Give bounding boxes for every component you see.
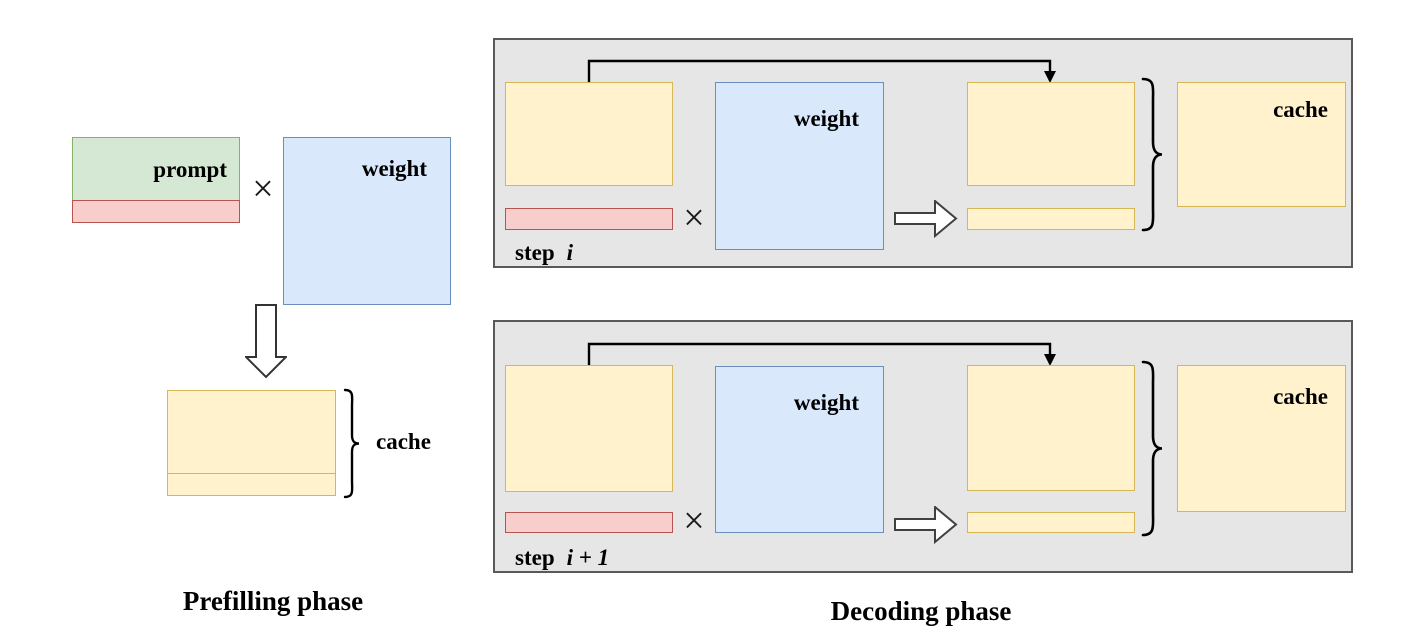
feedback-arrow-icon: [587, 342, 1056, 366]
cache-store-matrix: cache: [1177, 365, 1346, 512]
cache-output-matrix: [967, 365, 1135, 491]
weight-label: weight: [361, 156, 427, 181]
prompt-new-token-row: [72, 200, 240, 223]
decoding-step-i1-panel: × weight cache step i + 1: [493, 320, 1353, 573]
step-index: i: [566, 240, 574, 265]
cache-store-matrix: cache: [1177, 82, 1346, 207]
weight-matrix: weight: [715, 366, 884, 533]
weight-label: weight: [793, 106, 859, 131]
cache-brace-icon: [1141, 77, 1163, 232]
multiply-icon: ×: [683, 500, 705, 543]
step-word: step: [515, 545, 555, 570]
decoding-phase-title: Decoding phase: [830, 596, 1012, 626]
step-index: i + 1: [566, 545, 610, 570]
weight-label: weight: [793, 390, 859, 415]
cache-row-divider: [168, 473, 335, 474]
weight-matrix-prefill: weight: [283, 137, 451, 305]
weight-matrix: weight: [715, 82, 884, 250]
cache-input-matrix: [505, 82, 673, 186]
multiply-icon: ×: [252, 168, 274, 211]
cache-brace-icon: [1141, 360, 1163, 537]
feedback-arrow-icon: [587, 59, 1056, 83]
cache-output-matrix: [967, 82, 1135, 186]
prompt-matrix: prompt: [72, 137, 240, 201]
right-arrow-icon: [894, 506, 958, 544]
prompt-label: prompt: [153, 157, 227, 182]
new-token-row: [505, 512, 673, 533]
prefill-cache-label: cache: [376, 429, 431, 454]
down-arrow-icon: [245, 304, 287, 379]
step-word: step: [515, 240, 555, 265]
new-cache-row: [967, 208, 1135, 230]
step-label: step i + 1: [515, 546, 609, 570]
new-token-row: [505, 208, 673, 230]
prefill-cache-matrix: [167, 390, 336, 496]
prefilling-phase-title: Prefilling phase: [182, 586, 364, 616]
new-cache-row: [967, 512, 1135, 533]
cache-brace-icon: [343, 388, 360, 499]
multiply-icon: ×: [683, 197, 705, 240]
cache-label: cache: [1273, 97, 1328, 122]
cache-input-matrix: [505, 365, 673, 492]
right-arrow-icon: [894, 200, 958, 238]
cache-label: cache: [1273, 384, 1328, 409]
